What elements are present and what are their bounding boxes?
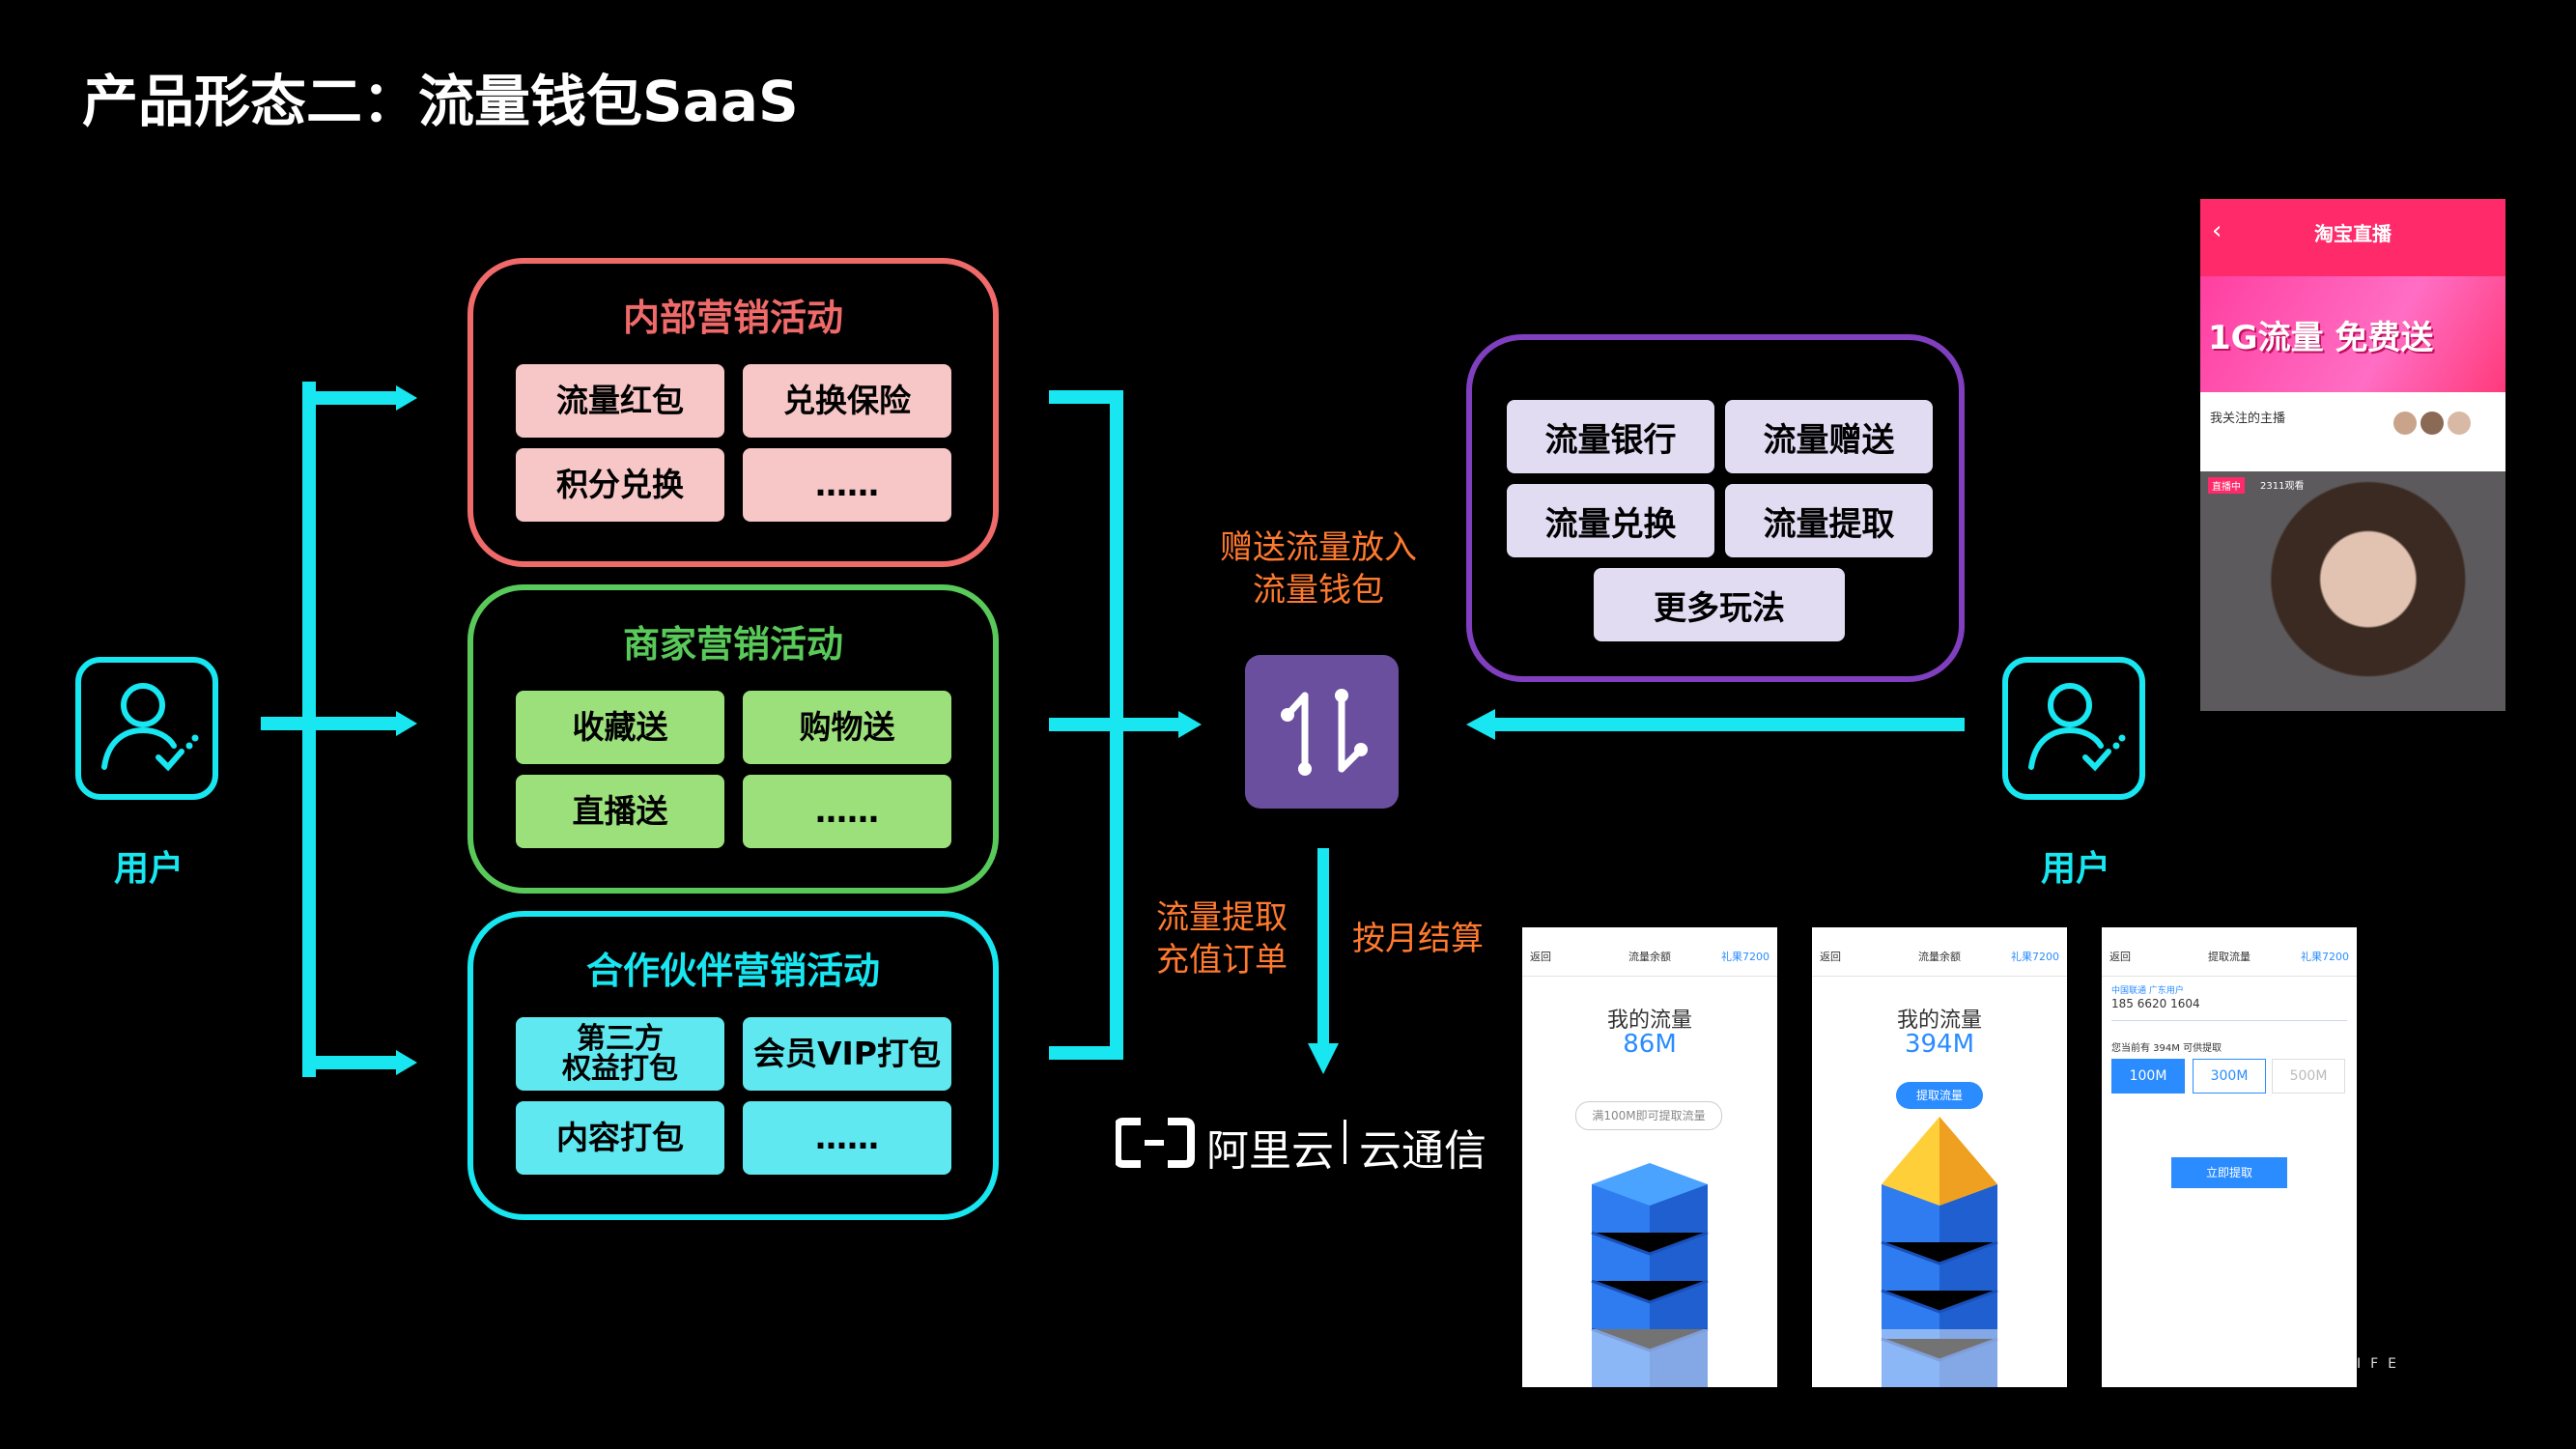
panel-wallet-features: 流量银行 流量赠送 流量兑换 流量提取 更多玩法	[1466, 334, 1965, 682]
feature-traffic-gift: 流量赠送	[1725, 400, 1933, 473]
nav-back[interactable]: 返回	[1530, 951, 1551, 963]
chip-third-party-bundle: 第三方 权益打包	[516, 1017, 724, 1091]
taobao-banner: 1G流量 免费送	[2200, 276, 2505, 392]
user-icon-right	[2002, 657, 2145, 800]
chip-exchange-insurance: 兑换保险	[743, 364, 951, 438]
aliyun-logo: 阿里云 云通信	[1116, 1116, 1492, 1176]
traffic-wallet-icon	[1245, 655, 1399, 809]
extract-traffic-button[interactable]: 提取流量	[1896, 1082, 1983, 1109]
nav-right[interactable]: 礼果7200	[2301, 951, 2349, 963]
feature-traffic-bank: 流量银行	[1507, 400, 1714, 473]
panel-internal-title: 内部营销活动	[622, 297, 843, 339]
chip-content-bundle: 内容打包	[516, 1101, 724, 1175]
phone-nav-bar: 返回 提取流量 礼果7200	[2102, 927, 2357, 977]
user-label-right: 用户	[2040, 849, 2110, 889]
page-title: 产品形态二：流量钱包SaaS	[82, 69, 799, 134]
available-amount: 您当前有 394M 可供提取	[2111, 1043, 2222, 1054]
right-connector	[1049, 390, 1202, 1060]
taobao-follow-row: 我关注的主播	[2200, 392, 2505, 471]
feature-traffic-exchange: 流量兑换	[1507, 484, 1714, 557]
gift-label: 赠送流量放入 流量钱包	[1220, 528, 1417, 611]
taobao-live-video: 直播中 2311观看	[2200, 471, 2505, 711]
my-traffic-value: 394M	[1904, 1030, 1975, 1059]
carrier-label: 中国联通 广东用户	[2111, 986, 2184, 996]
extract-traffic-screen: 返回 提取流量 礼果7200 中国联通 广东用户 185 6620 1604 您…	[2102, 927, 2357, 1387]
panel-partner-title: 合作伙伴营销活动	[585, 950, 880, 992]
panel-internal: 内部营销活动 流量红包 兑换保险 积分兑换 ……	[467, 258, 999, 567]
my-traffic-heading: 我的流量	[1606, 1009, 1692, 1033]
phone-nav-bar: 返回 流量余额 礼果7200	[1812, 927, 2067, 977]
user-icon-left	[75, 657, 218, 800]
brand-divider	[1344, 1120, 1346, 1164]
panel-merchant-title: 商家营销活动	[622, 623, 843, 666]
wallet-balance-screen-1: 返回 流量余额 礼果7200 我的流量 86M 满100M即可提取流量	[1522, 927, 1777, 1387]
left-connector	[261, 382, 417, 1077]
chip-more-partner: ……	[743, 1101, 951, 1175]
nav-right[interactable]: 礼果7200	[2011, 951, 2059, 963]
nav-title: 流量余额	[1628, 951, 1671, 963]
chip-collect-gift: 收藏送	[516, 691, 724, 764]
aliyun-logo-icon	[1116, 1118, 1195, 1168]
live-views: 2311观看	[2260, 481, 2305, 492]
aliyun-name: 阿里云	[1206, 1126, 1334, 1176]
my-traffic-heading: 我的流量	[1896, 1009, 1982, 1033]
extract-label: 流量提取 充值订单	[1156, 898, 1288, 980]
chip-shopping-gift: 购物送	[743, 691, 951, 764]
nav-back[interactable]: 返回	[2109, 951, 2131, 963]
streamer-avatar	[2420, 412, 2444, 435]
left-arrow	[1466, 709, 1965, 740]
taobao-live-screenshot: ‹ 淘宝直播 1G流量 免费送 我关注的主播 直播中 2311观看	[2200, 199, 2505, 711]
chip-vip-bundle: 会员VIP打包	[743, 1017, 951, 1091]
user-label-left: 用户	[113, 849, 184, 889]
taobao-follow-text: 我关注的主播	[2210, 412, 2286, 426]
nav-title: 提取流量	[2208, 951, 2250, 963]
live-badge: 直播中	[2208, 477, 2245, 494]
taobao-banner-text: 1G流量 免费送	[2208, 319, 2434, 357]
watermark: IFE	[2357, 1356, 2407, 1372]
feature-more-ways: 更多玩法	[1594, 568, 1845, 641]
chip-more-merchant: ……	[743, 775, 951, 848]
aliyun-product: 云通信	[1359, 1126, 1486, 1176]
nav-back[interactable]: 返回	[1820, 951, 1841, 963]
streamer-avatar	[2393, 412, 2417, 435]
nav-right[interactable]: 礼果7200	[1721, 951, 1769, 963]
number-underline	[2111, 1020, 2347, 1021]
option-500m[interactable]: 500M	[2272, 1059, 2345, 1094]
streamer-avatar	[2448, 412, 2471, 435]
my-traffic-value: 86M	[1623, 1030, 1677, 1059]
traffic-cube-stack	[1812, 1117, 2067, 1387]
back-icon: ‹	[2212, 216, 2222, 245]
extract-now-button[interactable]: 立即提取	[2171, 1157, 2287, 1188]
feature-traffic-extract: 流量提取	[1725, 484, 1933, 557]
option-100m[interactable]: 100M	[2111, 1059, 2185, 1094]
down-arrow	[1308, 848, 1339, 1074]
taobao-header-title: 淘宝直播	[2314, 222, 2392, 245]
traffic-cube-stack	[1522, 1163, 1777, 1387]
nav-title: 流量余额	[1918, 951, 1961, 963]
phone-number: 185 6620 1604	[2111, 997, 2200, 1010]
option-300m[interactable]: 300M	[2193, 1059, 2266, 1094]
wallet-balance-screen-2: 返回 流量余额 礼果7200 我的流量 394M 提取流量	[1812, 927, 2067, 1387]
panel-merchant: 商家营销活动 收藏送 购物送 直播送 ……	[467, 584, 999, 894]
chip-live-gift: 直播送	[516, 775, 724, 848]
phone-nav-bar: 返回 流量余额 礼果7200	[1522, 927, 1777, 977]
taobao-header: ‹ 淘宝直播	[2200, 199, 2505, 276]
chip-more-internal: ……	[743, 448, 951, 522]
settle-label: 按月结算	[1352, 920, 1484, 958]
chip-points-exchange: 积分兑换	[516, 448, 724, 522]
chip-traffic-redpacket: 流量红包	[516, 364, 724, 438]
panel-partner: 合作伙伴营销活动 第三方 权益打包 会员VIP打包 内容打包 ……	[467, 911, 999, 1220]
extract-hint-pill: 满100M即可提取流量	[1575, 1101, 1722, 1130]
